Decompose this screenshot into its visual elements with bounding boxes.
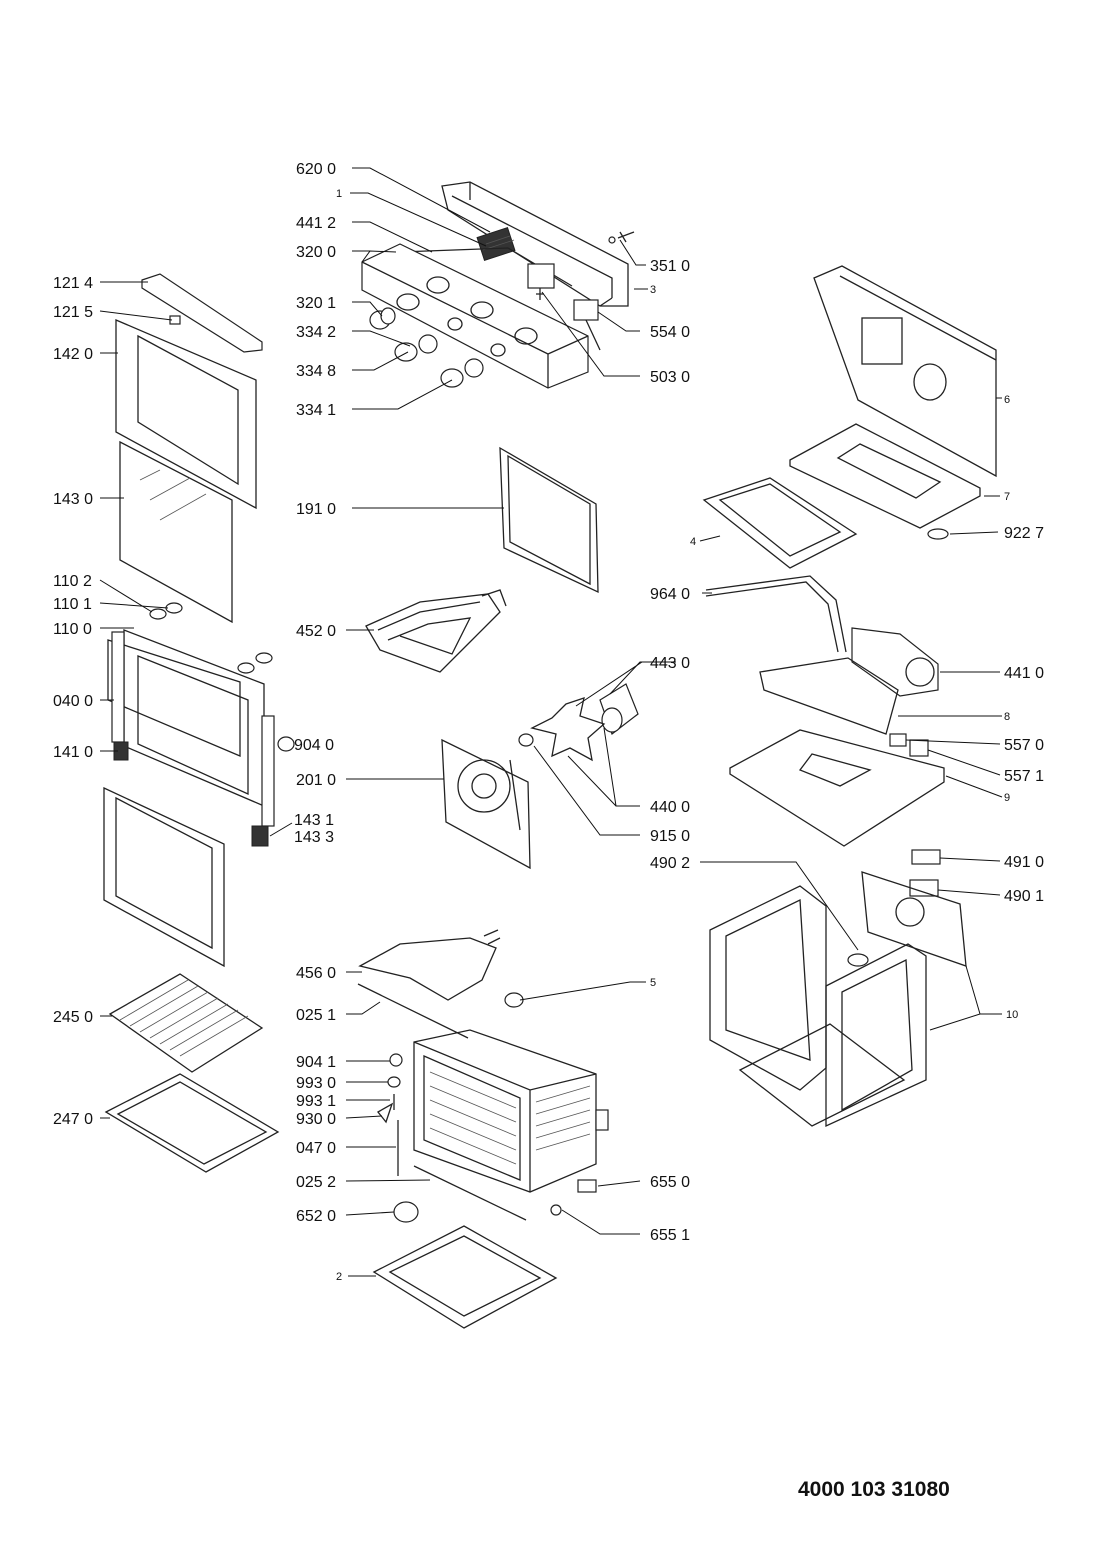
label-491-0: 491 0 [1004, 854, 1044, 871]
label-655-0: 655 0 [650, 1174, 690, 1191]
label-025-1: 025 1 [296, 1007, 336, 1024]
label-9: 9 [1004, 792, 1010, 804]
label-121-4: 121 4 [53, 275, 93, 292]
label-143-0: 143 0 [53, 491, 93, 508]
label-143-1: 143 1 [294, 812, 334, 829]
label-440-0: 440 0 [650, 799, 690, 816]
label-655-1: 655 1 [650, 1227, 690, 1244]
label-904-1: 904 1 [296, 1054, 336, 1071]
knob-320-1 [369, 307, 396, 330]
label-121-5: 121 5 [53, 304, 93, 321]
label-201-0: 201 0 [296, 772, 336, 789]
leader-lines [99, 167, 1003, 1277]
label-2: 2 [336, 1271, 342, 1283]
label-922-7: 922 7 [1004, 525, 1044, 542]
label-456-0: 456 0 [296, 965, 336, 982]
knob-334-2 [394, 334, 438, 362]
label-452-0: 452 0 [296, 623, 336, 640]
label-141-0: 141 0 [53, 744, 93, 761]
label-110-1: 110 1 [53, 596, 92, 613]
label-7: 7 [1004, 491, 1010, 503]
label-915-0: 915 0 [650, 828, 690, 845]
right-group [702, 265, 997, 1128]
label-904-0: 904 0 [294, 737, 334, 754]
label-191-0: 191 0 [296, 501, 336, 518]
label-142-0: 142 0 [53, 346, 93, 363]
label-320-1: 320 1 [296, 295, 336, 312]
label-993-1: 993 1 [296, 1093, 336, 1110]
label-047-0: 047 0 [296, 1140, 336, 1157]
label-5: 5 [650, 977, 656, 989]
label-490-2: 490 2 [650, 855, 690, 872]
label-441-0: 441 0 [1004, 665, 1044, 682]
label-993-0: 993 0 [296, 1075, 336, 1092]
door-group [103, 319, 295, 968]
racks-group [104, 973, 280, 1173]
label-025-2: 025 2 [296, 1174, 336, 1191]
label-110-0: 110 0 [53, 621, 92, 638]
label-334-8: 334 8 [296, 363, 336, 380]
label-143-3: 143 3 [294, 829, 334, 846]
label-110-2: 110 2 [53, 573, 92, 590]
label-320-0: 320 0 [296, 244, 336, 261]
label-351-0: 351 0 [650, 258, 690, 275]
label-10: 10 [1006, 1009, 1018, 1021]
knob-334-1 [440, 358, 484, 388]
label-245-0: 245 0 [53, 1009, 93, 1026]
label-503-0: 503 0 [650, 369, 690, 386]
label-040-0: 040 0 [53, 693, 93, 710]
label-557-1: 557 1 [1004, 768, 1044, 785]
label-557-0: 557 0 [1004, 737, 1044, 754]
label-443-0: 443 0 [650, 655, 690, 672]
label-930-0: 930 0 [296, 1111, 336, 1128]
center-group [357, 446, 639, 1329]
label-1: 1 [336, 188, 342, 200]
label-334-2: 334 2 [296, 324, 336, 341]
label-554-0: 554 0 [650, 324, 690, 341]
label-8: 8 [1004, 711, 1010, 723]
label-490-1: 490 1 [1004, 888, 1044, 905]
label-334-1: 334 1 [296, 402, 336, 419]
label-964-0: 964 0 [650, 586, 690, 603]
label-441-2: 441 2 [296, 215, 336, 232]
control-panel-group [141, 181, 635, 389]
label-3: 3 [650, 284, 656, 296]
label-6: 6 [1004, 394, 1010, 406]
label-652-0: 652 0 [296, 1208, 336, 1225]
label-4: 4 [690, 536, 696, 548]
document-number: 4000 103 31080 [798, 1478, 950, 1501]
label-620-0: 620 0 [296, 161, 336, 178]
callout-labels: 620 0 1 441 2 320 0 351 0 3 121 4 121 5 … [53, 161, 1044, 1283]
label-247-0: 247 0 [53, 1111, 93, 1128]
